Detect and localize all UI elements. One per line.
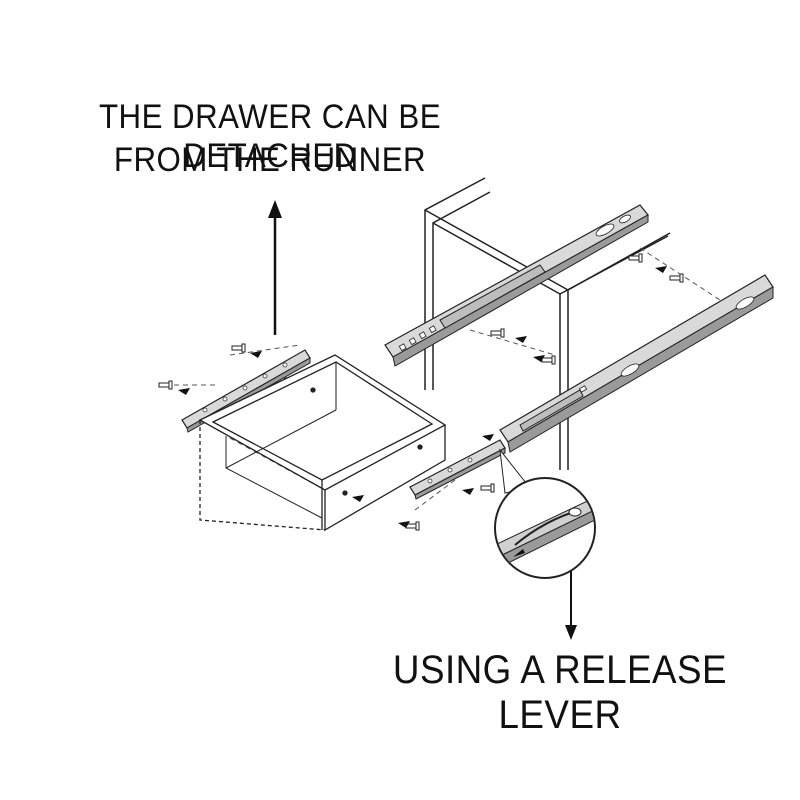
drawer-runner-front <box>409 439 506 500</box>
magnifier-circle-icon <box>494 477 596 579</box>
caption-release-lever: USING A RELEASE LEVER <box>392 648 728 737</box>
caption-detach-line-2: FROM THE RUNNER <box>113 141 427 179</box>
up-arrow-icon <box>268 200 282 335</box>
direction-arrows <box>178 266 667 528</box>
screw-icon <box>158 253 684 531</box>
cabinet-rail-back <box>384 204 649 367</box>
drawer-box <box>198 354 447 532</box>
cabinet-rail-front <box>499 274 774 453</box>
caption-detach-line-1: THE DRAWER CAN BE DETACHED <box>98 98 442 175</box>
